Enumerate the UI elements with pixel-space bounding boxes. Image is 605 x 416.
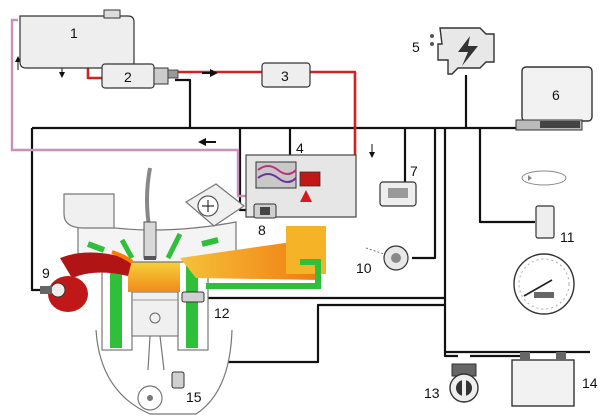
fuel-pump-icon bbox=[102, 64, 178, 88]
callout-9: 9 bbox=[42, 265, 50, 281]
callout-4: 4 bbox=[296, 140, 304, 156]
engine-warning-icon bbox=[430, 28, 494, 74]
callout-3: 3 bbox=[281, 68, 289, 84]
callout-12: 12 bbox=[214, 305, 230, 321]
battery-icon bbox=[512, 352, 574, 406]
callout-1: 1 bbox=[70, 25, 78, 41]
callout-8: 8 bbox=[258, 222, 266, 238]
callout-15: 15 bbox=[186, 389, 202, 405]
wire-pump-to-bus bbox=[175, 80, 190, 128]
arrow-down-icon bbox=[369, 144, 375, 158]
callout-10: 10 bbox=[356, 260, 372, 276]
ignition-switch-icon bbox=[450, 364, 478, 402]
sensor-icon bbox=[380, 182, 416, 206]
callout-6: 6 bbox=[552, 87, 560, 103]
crankshaft-sensor-icon bbox=[172, 372, 184, 388]
callout-5: 5 bbox=[412, 39, 420, 55]
valve-cover bbox=[64, 194, 114, 228]
callout-7: 7 bbox=[410, 163, 418, 179]
sensor-icon bbox=[182, 292, 204, 302]
arrow-left-icon bbox=[198, 138, 216, 146]
sensor-icon bbox=[366, 246, 408, 270]
arrow-right-icon bbox=[202, 69, 218, 77]
wire-to-sensor-9 bbox=[32, 128, 42, 290]
callout-11: 11 bbox=[560, 229, 575, 245]
wire-speed-sensor bbox=[480, 128, 535, 222]
callout-14: 14 bbox=[582, 375, 598, 391]
callout-2: 2 bbox=[124, 69, 132, 85]
sensor-icon bbox=[40, 276, 88, 312]
sensor-icon bbox=[254, 204, 276, 218]
callout-13: 13 bbox=[424, 385, 440, 401]
